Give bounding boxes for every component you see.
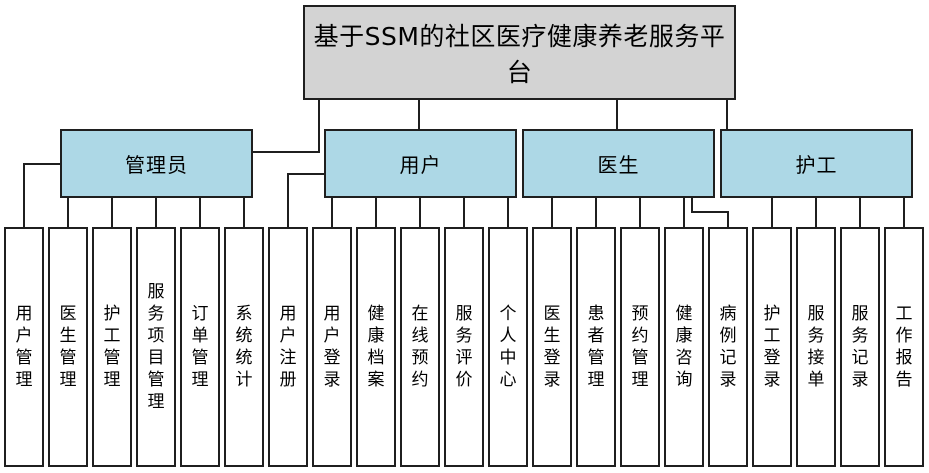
connector-line — [252, 151, 320, 153]
diagram-title: 基于SSM的社区医疗健康养老服务平台 — [313, 21, 726, 87]
group-node-user: 用户 — [324, 129, 517, 198]
leaf-label: 健康档案 — [367, 304, 385, 390]
connector-line — [111, 198, 113, 227]
connector-line — [507, 198, 509, 227]
leaf-label: 护工管理 — [103, 304, 121, 390]
leaf-label: 预约管理 — [631, 304, 649, 390]
leaf-label: 在线预约 — [411, 304, 429, 390]
connector-line — [23, 163, 60, 165]
leaf-node-user-login: 用户登录 — [312, 227, 352, 467]
connector-line — [155, 198, 157, 227]
connector-line — [463, 198, 465, 227]
connector-line — [551, 198, 553, 227]
leaf-node-appointment-management: 预约管理 — [620, 227, 660, 467]
leaf-label: 服务评价 — [455, 304, 473, 390]
leaf-label: 用户管理 — [15, 304, 33, 390]
connector-line — [199, 198, 201, 227]
leaf-node-work-report: 工作报告 — [884, 227, 924, 467]
connector-line — [23, 163, 25, 227]
leaf-label: 医生登录 — [543, 304, 561, 390]
connector-line — [418, 100, 420, 129]
connector-line — [683, 198, 685, 227]
leaf-node-caregiver-login: 护工登录 — [752, 227, 792, 467]
leaf-label: 医生管理 — [59, 304, 77, 390]
connector-line — [375, 198, 377, 227]
connector-line — [771, 198, 773, 227]
leaf-label: 健康咨询 — [675, 304, 693, 390]
leaf-node-user-management: 用户管理 — [4, 227, 44, 467]
leaf-node-doctor-management: 医生管理 — [48, 227, 88, 467]
connector-line — [815, 198, 817, 227]
leaf-label: 系统统计 — [235, 304, 253, 390]
leaf-label: 订单管理 — [191, 304, 209, 390]
leaf-label: 工作报告 — [895, 304, 913, 390]
leaf-node-service-evaluation: 服务评价 — [444, 227, 484, 467]
connector-line — [616, 100, 618, 129]
leaf-label: 用户注册 — [279, 304, 297, 390]
connector-line — [859, 198, 861, 227]
group-label-caregiver: 护工 — [795, 153, 838, 177]
connector-line — [639, 198, 641, 227]
connector-line — [331, 198, 333, 227]
connector-line — [287, 173, 324, 175]
leaf-label: 服务项目管理 — [147, 282, 165, 412]
connector-line — [287, 173, 289, 227]
leaf-label: 个人中心 — [499, 304, 517, 390]
leaf-label: 病例记录 — [719, 304, 737, 390]
leaf-node-service-record: 服务记录 — [840, 227, 880, 467]
leaf-node-health-record: 健康档案 — [356, 227, 396, 467]
leaf-node-health-consultation: 健康咨询 — [664, 227, 704, 467]
connector-line — [691, 211, 729, 213]
leaf-node-online-appointment: 在线预约 — [400, 227, 440, 467]
connector-line — [595, 198, 597, 227]
connector-line — [903, 198, 905, 227]
connector-line — [691, 198, 693, 213]
leaf-node-system-statistics: 系统统计 — [224, 227, 264, 467]
leaf-label: 服务接单 — [807, 304, 825, 390]
leaf-node-caregiver-management: 护工管理 — [92, 227, 132, 467]
leaf-label: 患者管理 — [587, 304, 605, 390]
leaf-label: 服务记录 — [851, 304, 869, 390]
leaf-node-patient-management: 患者管理 — [576, 227, 616, 467]
connector-line — [419, 198, 421, 227]
connector-line — [726, 100, 728, 129]
leaf-node-service-item-management: 服务项目管理 — [136, 227, 176, 467]
leaf-node-user-register: 用户注册 — [268, 227, 308, 467]
connector-line — [727, 211, 729, 227]
leaf-label: 用户登录 — [323, 304, 341, 390]
leaf-label: 护工登录 — [763, 304, 781, 390]
connector-line — [243, 198, 245, 227]
group-node-admin: 管理员 — [60, 129, 253, 198]
connector-line — [67, 198, 69, 227]
leaf-node-service-order-taking: 服务接单 — [796, 227, 836, 467]
group-label-user: 用户 — [399, 153, 442, 177]
leaf-node-order-management: 订单管理 — [180, 227, 220, 467]
leaf-node-doctor-login: 医生登录 — [532, 227, 572, 467]
group-node-doctor: 医生 — [522, 129, 715, 198]
root-node-platform: 基于SSM的社区医疗健康养老服务平台 — [303, 5, 736, 100]
group-label-admin: 管理员 — [125, 153, 188, 177]
leaf-node-personal-center: 个人中心 — [488, 227, 528, 467]
group-label-doctor: 医生 — [597, 153, 640, 177]
connector-line — [318, 100, 320, 153]
group-node-caregiver: 护工 — [720, 129, 913, 198]
leaf-node-case-record: 病例记录 — [708, 227, 748, 467]
